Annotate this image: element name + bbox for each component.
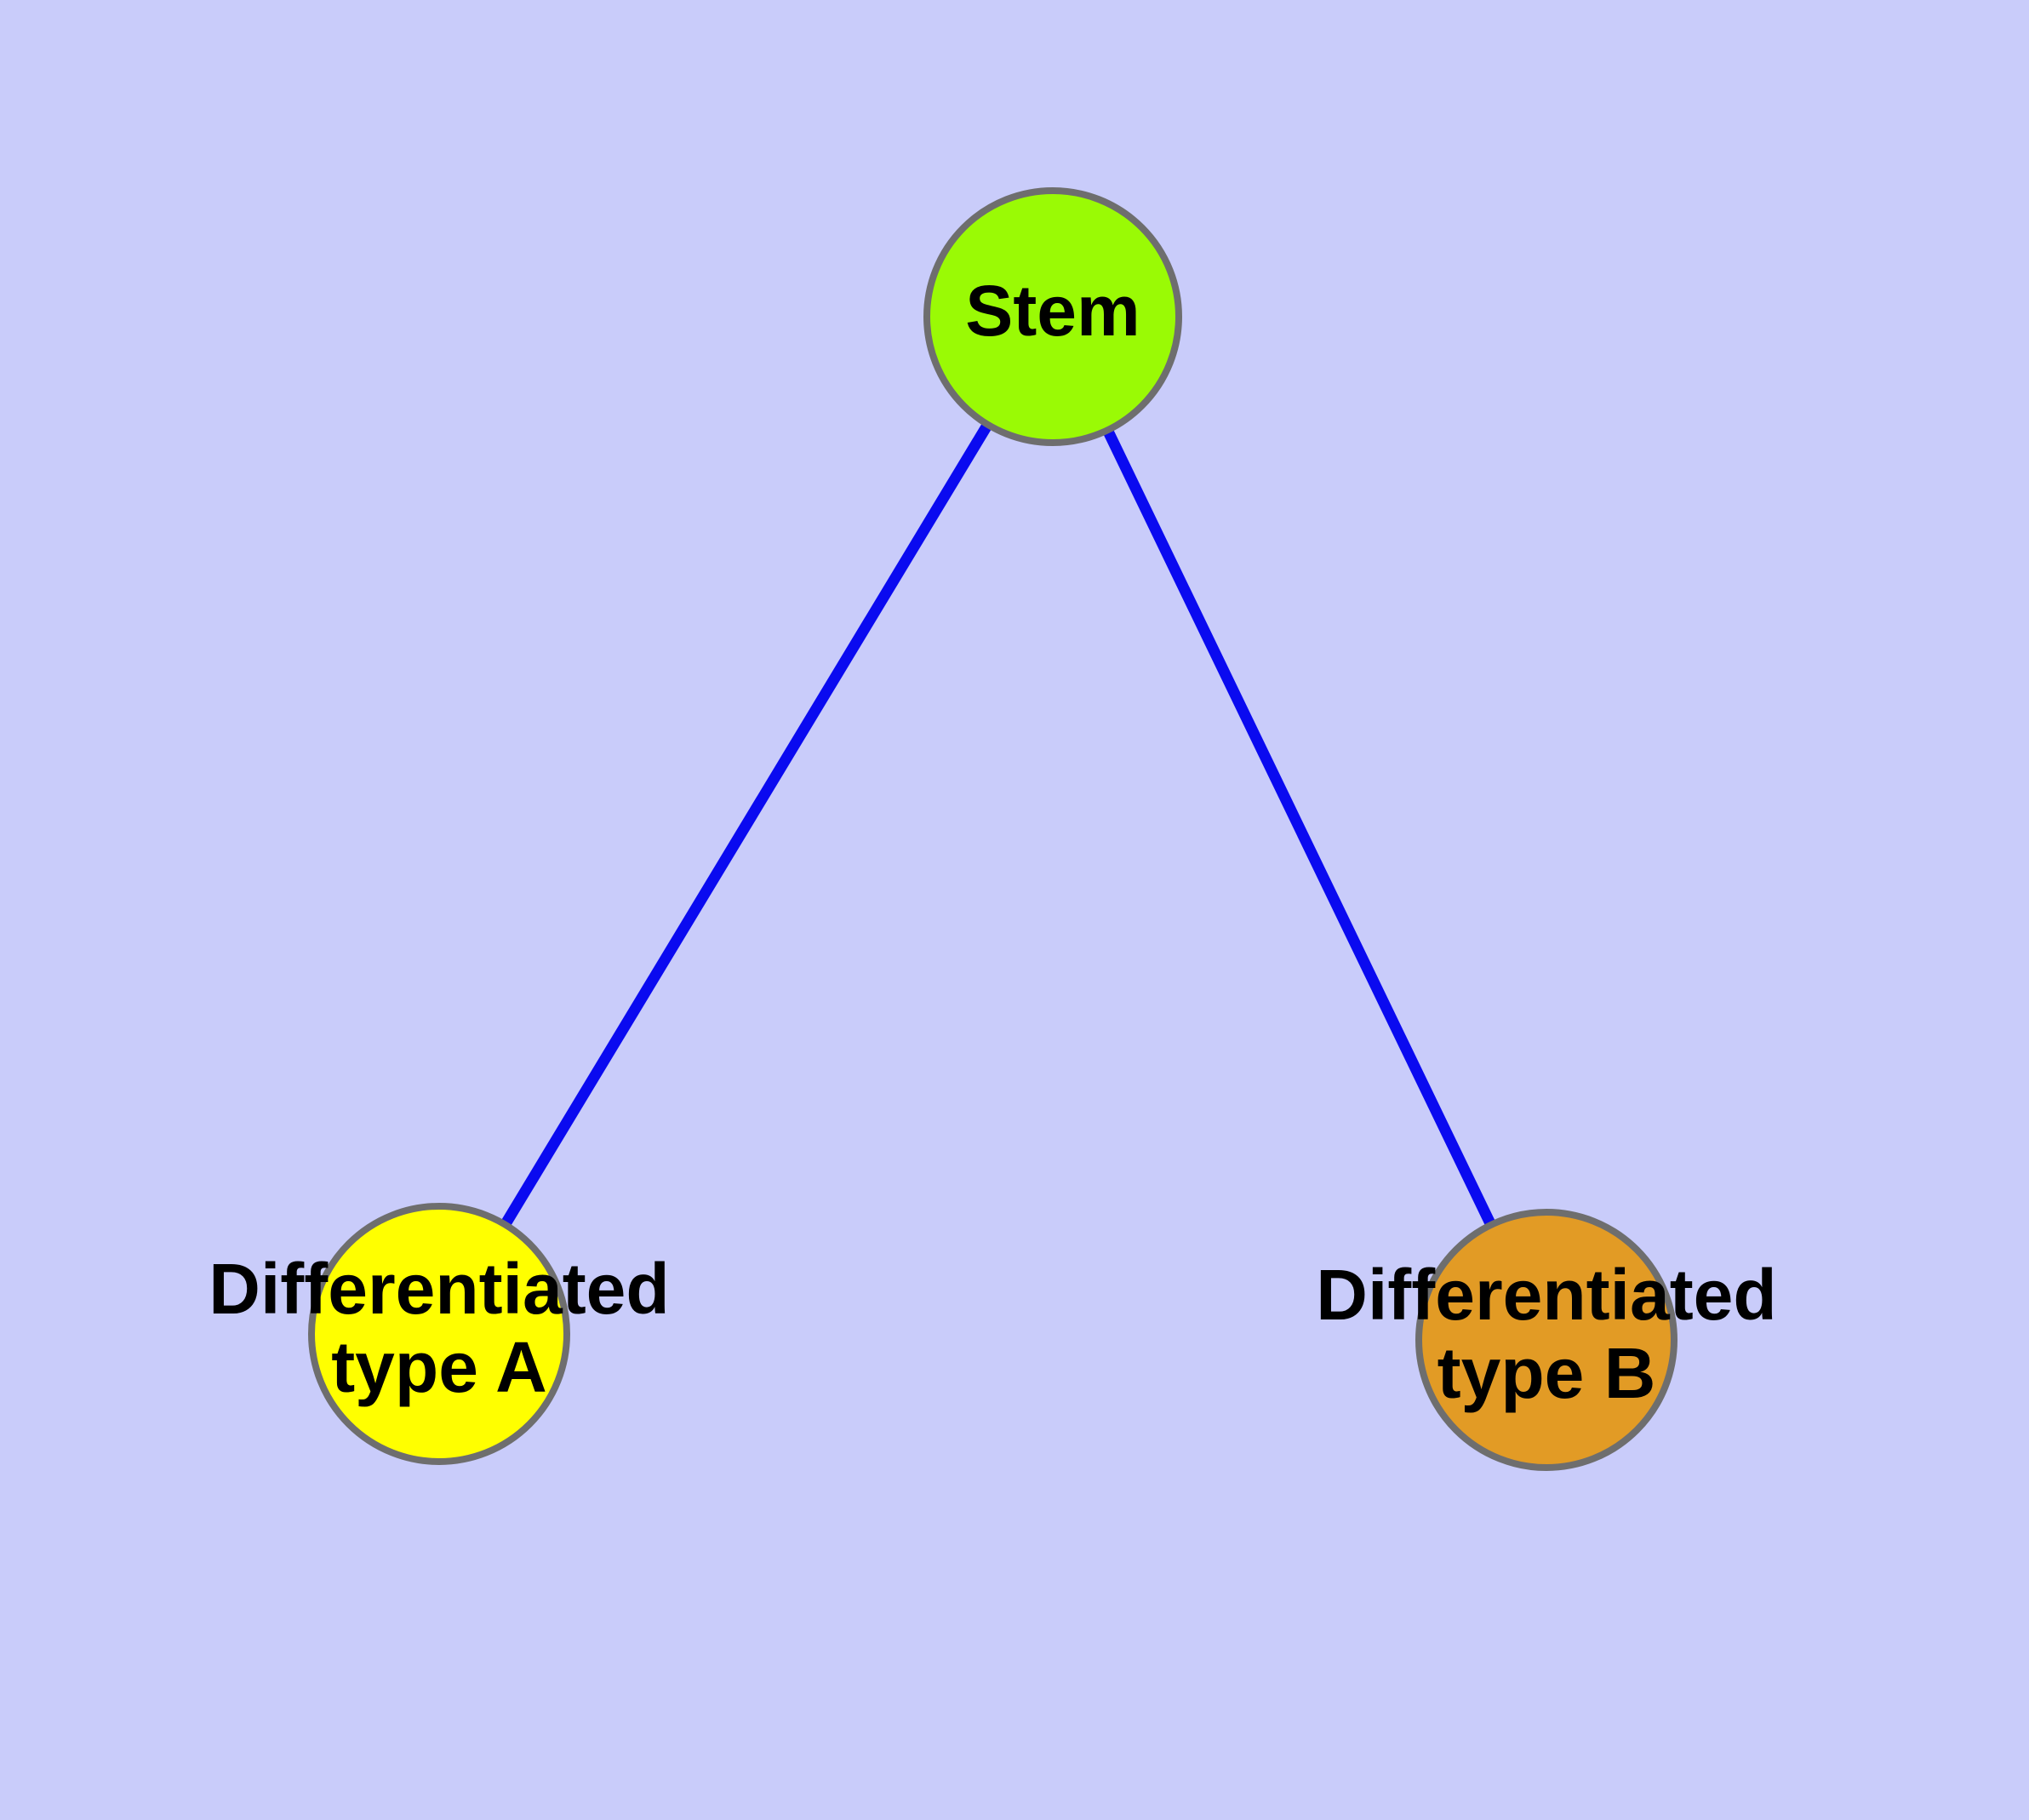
node-label-line: type A (331, 1327, 547, 1407)
nodes-layer (308, 187, 1677, 1471)
node-differentiated-type-b-circle[interactable] (1415, 1209, 1677, 1471)
node-stem[interactable] (923, 187, 1182, 446)
edge-stem-to-differentiated-type-b[interactable] (1048, 314, 1552, 1342)
edges-layer (434, 313, 1552, 1342)
edge-stem-to-differentiated-type-a[interactable] (434, 313, 1058, 1337)
node-label-line: Differentiated (209, 1249, 669, 1329)
node-stem-circle[interactable] (923, 187, 1182, 446)
node-differentiated-type-a[interactable] (308, 1203, 570, 1465)
node-differentiated-type-b[interactable] (1415, 1209, 1677, 1471)
node-label-line: Differentiated (1316, 1255, 1776, 1335)
node-stem-label: Stem (965, 271, 1140, 351)
node-label-line: type B (1437, 1333, 1656, 1413)
node-differentiated-type-a-circle[interactable] (308, 1203, 570, 1465)
node-label-line: Stem (965, 271, 1140, 351)
